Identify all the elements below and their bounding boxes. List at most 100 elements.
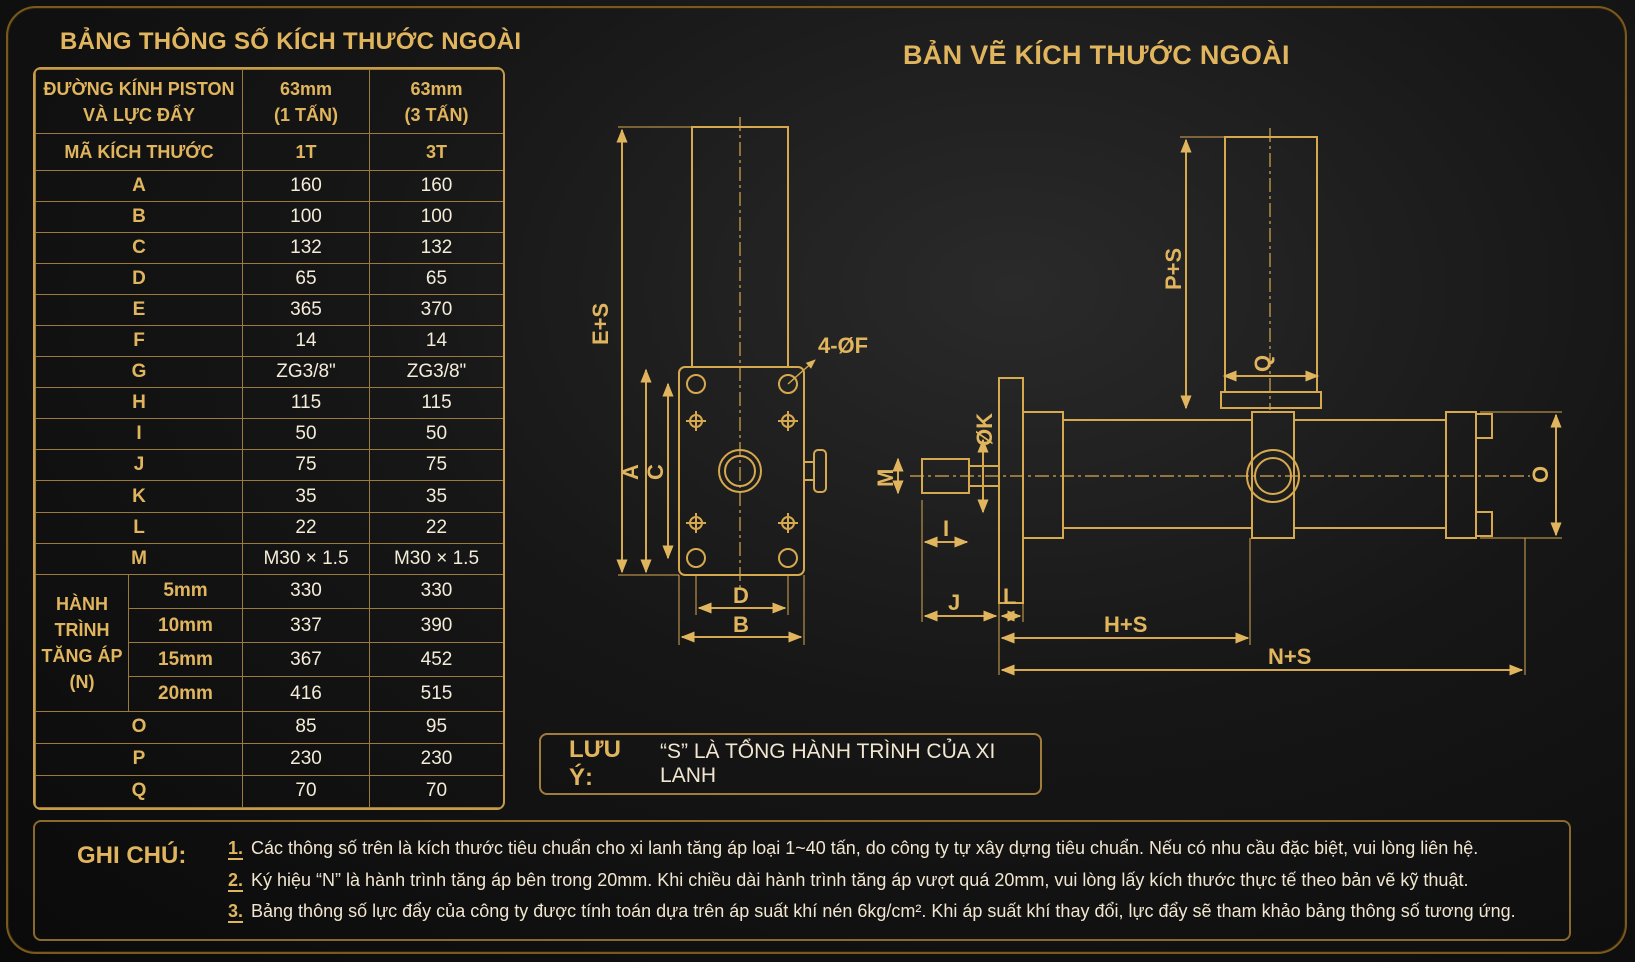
dimension-code: H <box>35 387 243 420</box>
value-3t: M30 × 1.5 <box>369 542 503 575</box>
dimension-code: B <box>35 200 243 233</box>
stroke-sub-label: 15mm <box>129 643 242 678</box>
dimension-code: P <box>35 742 243 776</box>
value-1t: 160 <box>242 169 370 202</box>
value-3t: 390 <box>369 607 503 644</box>
value-3t: 132 <box>369 231 503 264</box>
value-3t: 70 <box>369 774 503 808</box>
value-1t: 14 <box>242 324 370 358</box>
value-1t: 230 <box>242 742 370 776</box>
remarks-box: GHI CHÚ: 1.Các thông số trên là kích thư… <box>33 820 1571 941</box>
dimension-code: J <box>35 449 243 482</box>
dimension-code: L <box>35 511 243 544</box>
value-3t: 160 <box>369 169 503 202</box>
remark-item: 3.Bảng thông số lực đẩy của công ty được… <box>228 901 1516 923</box>
value-3t: 515 <box>369 676 503 712</box>
dimension-code: E <box>35 293 243 326</box>
code-3t: 3T <box>369 133 503 171</box>
dimension-code: M <box>35 542 243 575</box>
dimension-code: F <box>35 324 243 358</box>
dimension-code: C <box>35 231 243 264</box>
dimension-code: G <box>35 356 243 389</box>
stroke-sub-label: 5mm <box>129 575 242 609</box>
stroke-sub-label: 20mm <box>158 682 213 704</box>
value-3t: 75 <box>369 449 503 482</box>
value-1t: 65 <box>242 262 370 295</box>
value-3t: 330 <box>369 573 503 609</box>
remark-item: 2.Ký hiệu “N” là hành trình tăng áp bên … <box>228 870 1469 892</box>
value-1t: 35 <box>242 480 370 513</box>
value-1t: 115 <box>242 387 370 420</box>
value-1t: 50 <box>242 418 370 451</box>
value-1t: 75 <box>242 449 370 482</box>
value-1t: 70 <box>242 774 370 808</box>
value-1t: 330 <box>242 573 370 609</box>
value-3t: 50 <box>369 418 503 451</box>
value-1t: 365 <box>242 293 370 326</box>
note-text: “S” LÀ TỔNG HÀNH TRÌNH CỦA XI LANH <box>660 740 996 787</box>
code-row: MÃ KÍCH THƯỚC 1T 3T <box>35 133 503 171</box>
value-3t: 22 <box>369 511 503 544</box>
value-1t: ZG3/8" <box>242 356 370 389</box>
table-title: BẢNG THÔNG SỐ KÍCH THƯỚC NGOÀI <box>60 28 522 55</box>
value-3t: ZG3/8" <box>369 356 503 389</box>
value-3t: 95 <box>369 710 503 744</box>
code-1t: 1T <box>242 133 370 171</box>
value-3t: 452 <box>369 642 503 678</box>
value-3t: 100 <box>369 200 503 233</box>
dimension-code: A <box>35 169 243 202</box>
dimension-code: O <box>35 710 243 744</box>
value-3t: 35 <box>369 480 503 513</box>
dimension-code: K <box>35 480 243 513</box>
value-1t: 416 <box>242 676 370 712</box>
value-1t: 337 <box>242 607 370 644</box>
value-1t: 367 <box>242 642 370 678</box>
header-1t: 63mm(1 TẤN) <box>242 69 370 135</box>
value-3t: 230 <box>369 742 503 776</box>
value-1t: 22 <box>242 511 370 544</box>
value-3t: 65 <box>369 262 503 295</box>
value-3t: 115 <box>369 387 503 420</box>
remark-item: 1.Các thông số trên là kích thước tiêu c… <box>228 838 1479 860</box>
header-3t: 63mm(3 TẤN) <box>369 69 503 135</box>
code-label: MÃ KÍCH THƯỚC <box>35 133 243 171</box>
note-box: LƯU Ý: “S” LÀ TỔNG HÀNH TRÌNH CỦA XI LAN… <box>539 733 1042 795</box>
drawing-title: BẢN VẼ KÍCH THƯỚC NGOÀI <box>903 40 1290 70</box>
note-label: LƯU Ý: <box>569 736 621 791</box>
value-1t: 85 <box>242 710 370 744</box>
remarks-label: GHI CHÚ: <box>77 842 187 869</box>
value-3t: 14 <box>369 324 503 358</box>
value-1t: 132 <box>242 231 370 264</box>
dimension-code: D <box>35 262 243 295</box>
stroke-sub-label: 10mm <box>129 609 242 644</box>
value-1t: M30 × 1.5 <box>242 542 370 575</box>
value-3t: 370 <box>369 293 503 326</box>
